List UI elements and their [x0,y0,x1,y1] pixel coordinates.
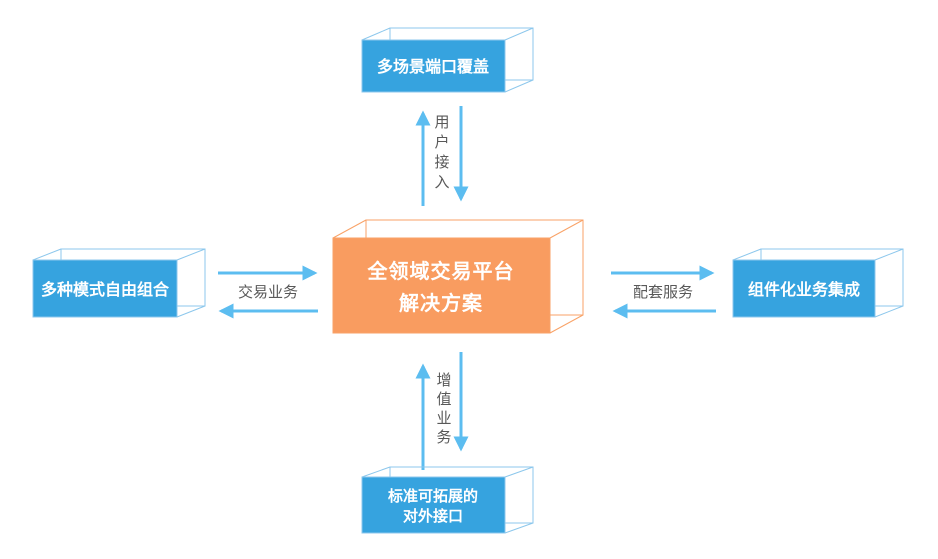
edge-label-char: 业 [436,410,451,427]
edge-label-char: 入 [434,174,449,191]
edge-trading-business-label: 交易业务 [238,283,298,301]
node-center-face [332,237,551,334]
edge-trading-business: 交易业务 [218,265,318,319]
edge-supporting-services: 配套服务 [611,265,716,319]
node-top-face [361,39,506,93]
edge-user-access-label: 用 户 接 入 [434,114,449,191]
edge-label-char: 值 [436,391,451,408]
edge-trading-business-arrows [218,265,318,319]
edge-label-char: 接 [434,154,449,171]
edge-user-access: 用 户 接 入 [415,106,469,206]
node-top-label: 多场景端口覆盖 [377,57,489,76]
edge-label-char: 增 [436,372,451,389]
edge-value-added-arrows [415,352,469,470]
node-bottom-label-line2: 对外接口 [403,507,463,525]
node-standard-external-interface: 标准可拓展的 对外接口 [361,466,534,534]
node-bottom-label-line1: 标准可拓展的 [387,487,478,505]
node-left-label: 多种模式自由组合 [41,280,170,299]
edge-value-added: 增 值 业 务 [415,352,469,470]
node-center-solution: 全领域交易平台 解决方案 [332,219,584,334]
node-right-label: 组件化业务集成 [748,280,860,299]
node-center-label-line2: 解决方案 [399,291,483,315]
edge-label-char: 用 [434,114,449,131]
node-multi-scenario-ports: 多场景端口覆盖 [361,27,534,93]
edge-value-added-label: 增 值 业 务 [436,372,451,446]
node-multi-mode-combination: 多种模式自由组合 [32,248,206,318]
edge-user-access-arrows [415,106,469,206]
edge-supporting-services-label: 配套服务 [633,284,693,301]
node-bottom-face [361,476,506,534]
node-left-face [32,259,178,318]
edge-label-char: 务 [436,429,451,446]
node-center-label-line1: 全领域交易平台 [367,259,515,283]
node-componentized-integration: 组件化业务集成 [732,248,904,318]
edge-supporting-services-arrows [611,265,716,319]
node-right-face [732,259,876,318]
edge-label-char: 户 [434,134,449,151]
